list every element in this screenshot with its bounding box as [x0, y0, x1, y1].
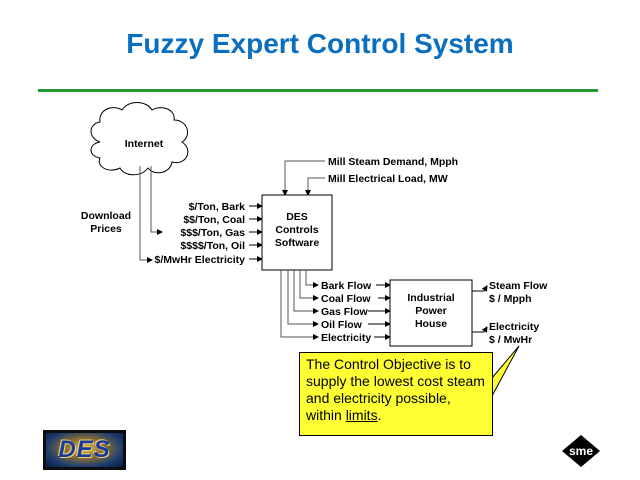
slide-title: Fuzzy Expert Control System — [126, 28, 514, 59]
callout-pointer — [491, 345, 520, 397]
cloud-to-gas-line — [150, 166, 163, 235]
des-line-3: Software — [275, 237, 320, 249]
title-divider — [38, 89, 598, 92]
callout-limits-link: limits — [345, 407, 378, 423]
callout-period: . — [377, 407, 382, 423]
mill-steam-label: Mill Steam Demand, Mpph — [328, 156, 458, 168]
sme-logo-icon: sme — [562, 435, 600, 467]
output-steam-line-2: $ / Mpph — [489, 293, 532, 305]
flow-line-coal — [299, 270, 319, 301]
output-electricity-arrow — [472, 326, 488, 333]
des-line-1: DES — [286, 211, 308, 223]
price-input-oil: $$$$/Ton, Oil — [180, 240, 245, 252]
price-input-coal: $$/Ton, Coal — [183, 214, 245, 226]
mill-electrical-label: Mill Electrical Load, MW — [328, 173, 448, 185]
output-electricity-line-1: Electricity — [489, 321, 539, 333]
internet-cloud-icon — [90, 102, 189, 176]
mill-electrical-line — [305, 177, 325, 196]
download-label-2: Prices — [90, 223, 122, 235]
flow-line-gas — [293, 270, 319, 314]
output-steam-line-1: Steam Flow — [489, 280, 548, 292]
flow-label-gas: Gas Flow — [321, 306, 369, 318]
download-label-1: Download — [81, 210, 131, 222]
flow-line-electricity — [280, 270, 319, 340]
control-objective-callout: The Control Objective is to supply the l… — [299, 352, 493, 436]
output-electricity-line-2: $ / MwHr — [489, 334, 532, 346]
price-input-bark: $/Ton, Bark — [189, 201, 246, 213]
plant-line-1: Industrial — [407, 292, 454, 304]
cloud-label: Internet — [125, 138, 164, 150]
price-input-gas: $$$/Ton, Gas — [180, 227, 245, 239]
flow-line-oil — [287, 270, 319, 327]
flow-label-bark: Bark Flow — [321, 280, 372, 292]
flow-line-bark — [305, 270, 319, 288]
des-line-2: Controls — [275, 224, 318, 236]
des-logo: DES — [43, 430, 126, 470]
plant-line-2: Power — [415, 305, 447, 317]
flow-label-oil: Oil Flow — [321, 319, 363, 331]
mill-steam-line — [282, 160, 325, 196]
cloud-to-electricity-line — [139, 166, 153, 263]
des-logo-text: DES — [58, 436, 111, 463]
sme-logo-text: sme — [569, 444, 593, 458]
des-controls-box — [261, 194, 333, 271]
flow-label-electricity: Electricity — [321, 332, 371, 344]
plant-line-3: House — [415, 318, 447, 330]
output-steam-arrow — [472, 285, 488, 292]
flow-label-coal: Coal Flow — [321, 293, 371, 305]
callout-text: The Control Objective is to supply the l… — [306, 356, 485, 423]
industrial-power-house-box — [389, 279, 473, 347]
price-input-electricity: $/MwHr Electricity — [155, 254, 246, 266]
